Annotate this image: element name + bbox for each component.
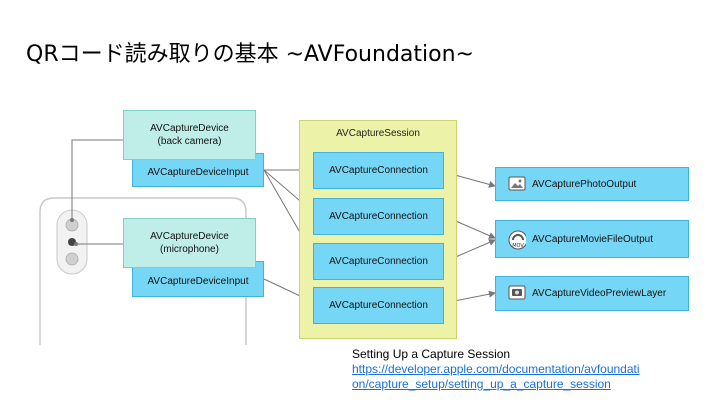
capture-device-microphone: AVCaptureDevice (microphone) [123, 218, 256, 268]
photo-output-label: AVCapturePhotoOutput [532, 178, 637, 190]
reference-link-line2: on/capture_setup/setting_up_a_capture_se… [352, 377, 611, 391]
capture-device-microphone-name: AVCaptureDevice [150, 231, 229, 242]
capture-connection-2: AVCaptureConnection [313, 198, 444, 235]
video-preview-layer-label: AVCaptureVideoPreviewLayer [532, 288, 667, 299]
movie-file-output-label: AVCaptureMovieFileOutput [532, 233, 653, 245]
slide-title: QRコード読み取りの基本 ~AVFoundation~ [26, 42, 474, 67]
photo-icon [508, 176, 526, 191]
capture-connection-4: AVCaptureConnection [313, 287, 444, 324]
photo-output: AVCapturePhotoOutput [495, 167, 689, 201]
movie-icon-text: MOV [512, 243, 524, 249]
movie-icon: MOV [508, 230, 526, 250]
capture-device-camera: AVCaptureDevice (back camera) [123, 110, 256, 160]
reference-link[interactable]: https://developer.apple.com/documentatio… [352, 362, 640, 392]
video-preview-layer: AVCaptureVideoPreviewLayer [495, 276, 689, 311]
reference-caption: Setting Up a Capture Session [352, 347, 511, 361]
reference-footer: Setting Up a Capture Session https://dev… [352, 347, 640, 392]
reference-link-line1: https://developer.apple.com/documentatio… [352, 362, 640, 376]
capture-device-camera-detail: (back camera) [157, 136, 222, 147]
camera-icon [508, 285, 526, 300]
capture-device-camera-name: AVCaptureDevice [150, 123, 229, 134]
capture-device-microphone-detail: (microphone) [160, 244, 219, 255]
capture-connection-1: AVCaptureConnection [313, 152, 444, 189]
iphone-illustration-icon [39, 197, 247, 345]
movie-file-output: MOV AVCaptureMovieFileOutput [495, 220, 689, 258]
capture-connection-3: AVCaptureConnection [313, 243, 444, 280]
capture-session-label: AVCaptureSession [336, 128, 420, 139]
